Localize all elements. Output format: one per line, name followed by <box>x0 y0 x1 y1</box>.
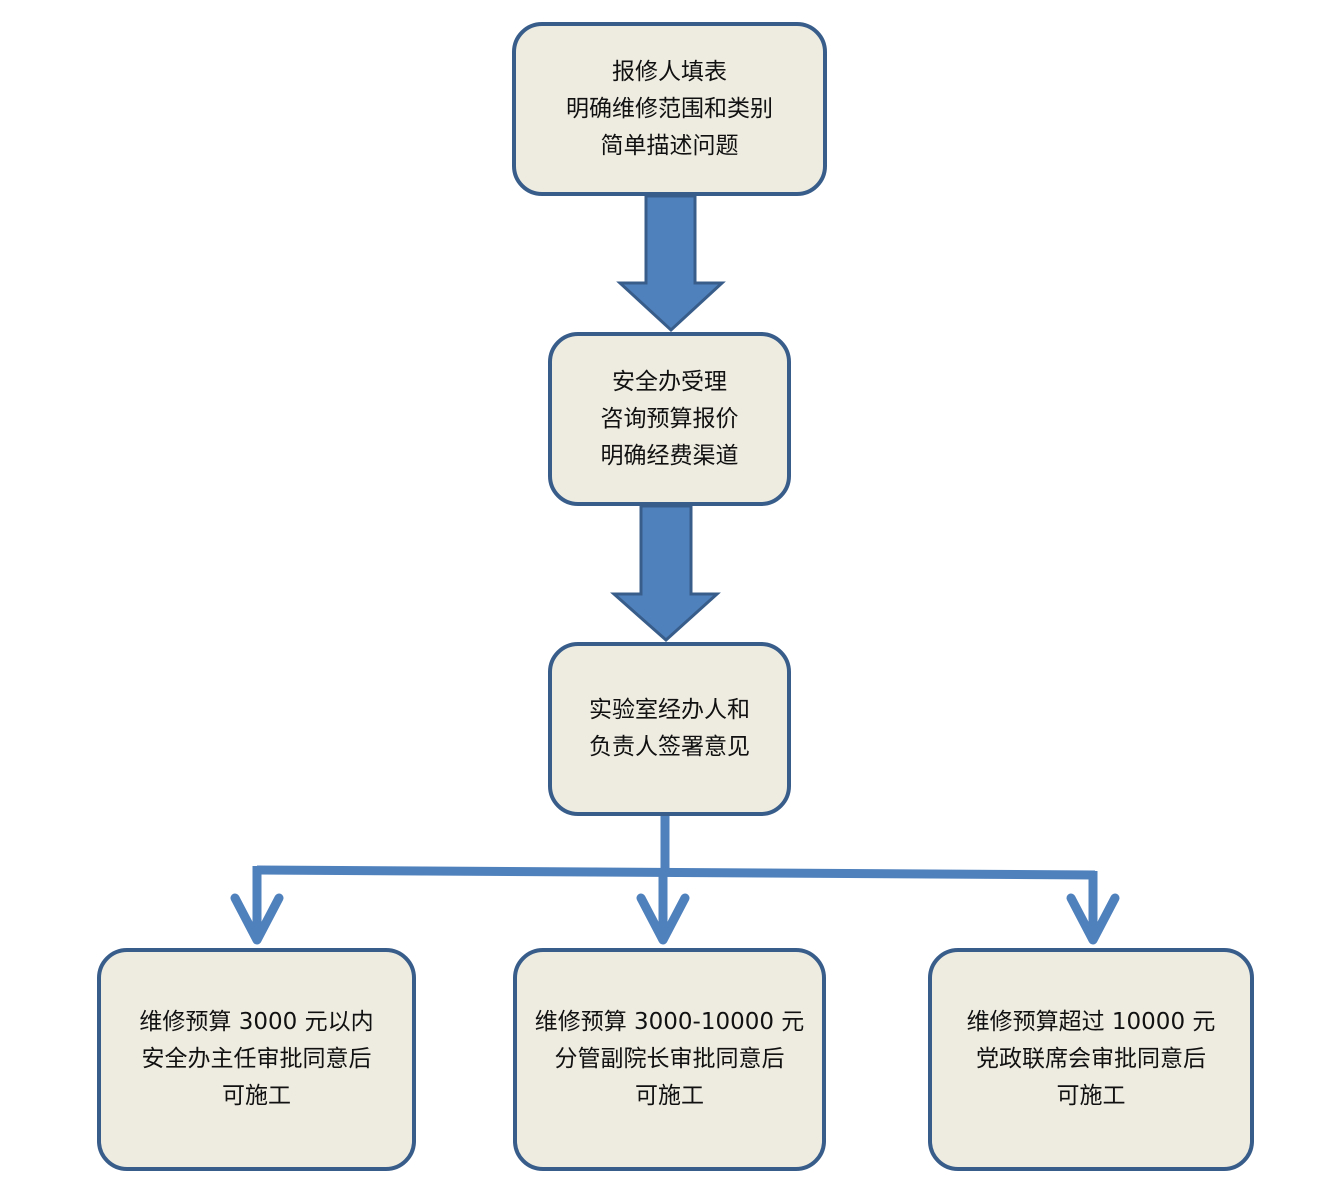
node-report-form: 报修人填表 明确维修范围和类别 简单描述问题 <box>512 22 827 196</box>
node-text-line: 维修预算超过 10000 元 <box>966 1009 1216 1035</box>
node-text-line: 咨询预算报价 <box>600 405 739 432</box>
block-arrow-down <box>616 194 726 333</box>
node-text-line: 负责人签署意见 <box>589 734 750 760</box>
node-text-line: 党政联席会审批同意后 <box>976 1046 1206 1072</box>
node-branch-3000-10000: 维修预算 3000-10000 元 分管副院长审批同意后 可施工 <box>513 948 826 1171</box>
arrowhead-right <box>1066 893 1120 945</box>
node-text-line: 可施工 <box>222 1083 291 1109</box>
node-text-line: 实验室经办人和 <box>589 697 750 723</box>
branch-horizontal-line <box>256 865 1096 880</box>
node-text-line: 可施工 <box>1056 1083 1126 1109</box>
block-arrow-down <box>610 504 721 643</box>
node-text-line: 维修预算 3000 元以内 <box>139 1009 374 1035</box>
node-text-line: 明确经费渠道 <box>600 442 739 469</box>
node-safety-office: 安全办受理 咨询预算报价 明确经费渠道 <box>548 332 791 506</box>
node-text-line: 分管副院长审批同意后 <box>554 1046 785 1072</box>
node-text-line: 安全办主任审批同意后 <box>141 1046 372 1072</box>
node-text-line: 简单描述问题 <box>600 132 739 159</box>
node-branch-under-3000: 维修预算 3000 元以内 安全办主任审批同意后 可施工 <box>97 948 416 1171</box>
node-text-line: 维修预算 3000-10000 元 <box>534 1009 805 1035</box>
node-text-line: 可施工 <box>635 1083 704 1109</box>
arrowhead-mid <box>636 893 690 945</box>
node-branch-over-10000: 维修预算超过 10000 元 党政联席会审批同意后 可施工 <box>928 948 1254 1171</box>
node-text-line: 安全办受理 <box>612 368 727 395</box>
node-text-line: 报修人填表 <box>612 58 727 85</box>
node-lab-signoff: 实验室经办人和 负责人签署意见 <box>548 642 791 816</box>
arrowhead-left <box>230 893 284 945</box>
node-text-line: 明确维修范围和类别 <box>566 95 773 122</box>
